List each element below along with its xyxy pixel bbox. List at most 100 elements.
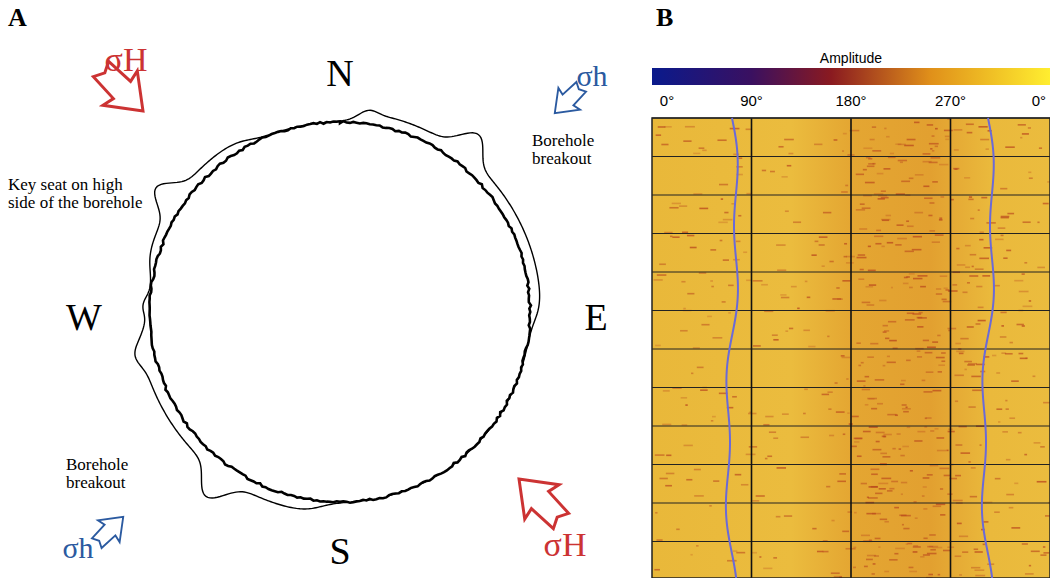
image-texture xyxy=(835,382,838,384)
image-texture xyxy=(941,352,946,354)
image-texture xyxy=(819,244,825,246)
image-texture xyxy=(1005,400,1007,402)
image-texture xyxy=(944,475,950,477)
image-texture xyxy=(935,234,944,236)
image-texture xyxy=(928,215,932,217)
image-texture xyxy=(915,174,924,176)
image-texture xyxy=(917,431,925,433)
image-texture xyxy=(926,371,934,373)
image-texture xyxy=(1023,221,1031,223)
image-texture xyxy=(842,357,851,359)
image-texture xyxy=(932,135,935,137)
image-texture xyxy=(666,455,671,457)
image-texture xyxy=(808,346,815,348)
image-texture xyxy=(676,529,679,531)
image-texture xyxy=(955,343,961,345)
image-texture xyxy=(882,246,885,248)
image-texture xyxy=(955,555,962,557)
image-texture xyxy=(978,126,987,128)
stress-label: σh xyxy=(576,60,607,92)
image-texture xyxy=(923,186,929,188)
image-texture xyxy=(1007,213,1014,215)
image-texture xyxy=(970,254,976,256)
image-texture xyxy=(860,269,864,271)
image-texture xyxy=(852,416,859,418)
image-texture xyxy=(819,236,828,238)
image-texture xyxy=(857,455,862,457)
breakout-trace xyxy=(726,118,738,578)
image-texture xyxy=(903,283,909,285)
image-texture xyxy=(883,168,890,170)
image-texture xyxy=(933,505,941,507)
image-texture xyxy=(868,163,874,165)
image-texture xyxy=(932,181,938,183)
image-texture xyxy=(929,143,939,145)
image-texture xyxy=(687,235,694,237)
image-texture xyxy=(962,551,968,553)
image-texture xyxy=(928,574,933,576)
image-texture xyxy=(923,153,931,155)
image-texture xyxy=(902,408,911,410)
image-texture xyxy=(865,376,869,378)
image-texture xyxy=(979,258,989,260)
image-texture xyxy=(702,150,706,152)
image-texture xyxy=(763,568,772,570)
image-texture xyxy=(1019,353,1024,355)
image-texture xyxy=(974,569,984,571)
image-texture xyxy=(831,572,840,574)
image-texture xyxy=(717,139,726,141)
image-texture xyxy=(975,268,984,270)
image-texture xyxy=(728,312,731,314)
image-texture xyxy=(901,482,907,484)
image-texture xyxy=(932,341,938,343)
image-texture xyxy=(846,262,854,264)
image-texture xyxy=(834,139,838,141)
stress-label: σH xyxy=(105,42,148,78)
image-texture xyxy=(917,326,923,328)
image-texture xyxy=(918,317,927,319)
image-texture xyxy=(953,168,959,170)
image-texture xyxy=(773,437,778,439)
image-texture xyxy=(940,514,945,516)
image-texture xyxy=(894,507,899,509)
image-texture xyxy=(929,202,934,204)
image-texture xyxy=(699,208,708,210)
image-texture xyxy=(685,404,687,406)
image-texture xyxy=(943,550,950,552)
image-texture xyxy=(681,281,685,283)
image-texture xyxy=(960,338,968,340)
image-texture xyxy=(749,446,757,448)
image-texture xyxy=(663,390,670,392)
image-texture xyxy=(939,217,942,219)
image-texture xyxy=(710,249,716,251)
image-texture xyxy=(917,356,922,358)
image-texture xyxy=(935,146,938,148)
image-texture xyxy=(974,548,978,550)
image-texture xyxy=(969,196,972,198)
image-texture xyxy=(887,362,896,364)
image-texture xyxy=(968,406,975,408)
image-texture xyxy=(870,139,875,141)
image-texture xyxy=(907,543,912,545)
image-texture xyxy=(857,257,867,259)
image-texture xyxy=(1022,543,1028,545)
image-texture xyxy=(867,304,875,306)
image-texture xyxy=(884,521,888,523)
image-texture xyxy=(906,406,908,408)
annotation: Key seat on high side of the borehole xyxy=(8,176,148,212)
image-texture xyxy=(883,434,891,436)
image-texture xyxy=(889,340,897,342)
image-texture xyxy=(881,197,889,199)
image-texture xyxy=(903,528,909,530)
image-texture xyxy=(963,292,968,294)
image-texture xyxy=(998,421,1000,423)
image-texture xyxy=(863,431,871,433)
image-texture xyxy=(1028,127,1031,129)
image-texture xyxy=(707,316,712,318)
image-texture xyxy=(661,144,668,146)
image-texture xyxy=(995,239,1004,241)
image-texture xyxy=(1022,273,1025,275)
image-texture xyxy=(773,339,778,341)
image-texture xyxy=(782,176,788,178)
image-texture xyxy=(1029,177,1033,179)
